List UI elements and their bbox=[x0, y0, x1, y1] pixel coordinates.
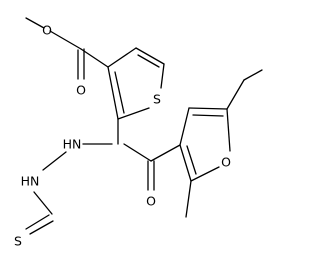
bond-nh-thioformyl bbox=[33, 191, 53, 215]
bond-furan-c4-c5-inner bbox=[192, 114, 224, 117]
bond-furan-methyl bbox=[185, 180, 192, 218]
bond-carbonyl-thiophene bbox=[80, 48, 109, 68]
bond-furan-o-c2 bbox=[190, 166, 220, 182]
bond-thiophene-c4-c5-inner bbox=[137, 54, 160, 68]
furan-oxygen-label: O bbox=[221, 155, 231, 170]
bond-furan-ethyl-ch2 bbox=[226, 79, 245, 110]
bond-thiophene-c4-c5 bbox=[135, 47, 165, 65]
bond-thiophene-c2-c3 bbox=[107, 66, 119, 120]
bond-furan-c3-c4 bbox=[179, 107, 190, 146]
bond-furan-c2-c3-inner bbox=[186, 145, 197, 175]
bond-furan-c4-c5 bbox=[188, 107, 228, 110]
bond-furan-c5-o bbox=[226, 108, 231, 152]
chemical-structure-diagram: O O S HN HN S O O bbox=[14, 17, 263, 249]
hydrazine-nh-lower-label: HN bbox=[21, 174, 40, 189]
bond-amide-c-furan bbox=[150, 144, 181, 162]
amide-oxygen-label: O bbox=[146, 194, 156, 209]
bond-ethyl-ch3 bbox=[243, 69, 263, 81]
thioformyl-sulfur-label: S bbox=[14, 234, 22, 249]
bond-thiophene-c3-c4 bbox=[107, 47, 137, 68]
bond-n-amide-c bbox=[123, 143, 152, 162]
ester-ether-oxygen-label: O bbox=[42, 23, 52, 38]
bond-thiophene-c5-s bbox=[160, 63, 165, 89]
bond-ester-o-carbonyl bbox=[49, 30, 82, 50]
bond-thioformyl-s-double bbox=[25, 214, 50, 230]
bond-thioformyl-s-double-2 bbox=[29, 220, 54, 235]
hydrazine-nh-upper-label: HN bbox=[63, 137, 82, 152]
bond-furan-c2-c3 bbox=[179, 144, 192, 182]
bond-nh-nh bbox=[42, 151, 67, 171]
bond-lines bbox=[25, 17, 263, 235]
bond-thiophene-s-c2 bbox=[117, 107, 150, 120]
thiophene-sulfur-label: S bbox=[153, 92, 161, 107]
bond-methyl-ester-o bbox=[25, 17, 45, 29]
ester-carbonyl-oxygen-label: O bbox=[76, 83, 86, 98]
atom-labels: O O S HN HN S O O bbox=[14, 23, 231, 249]
bond-thiophene-c2-c3-inner bbox=[114, 71, 125, 114]
